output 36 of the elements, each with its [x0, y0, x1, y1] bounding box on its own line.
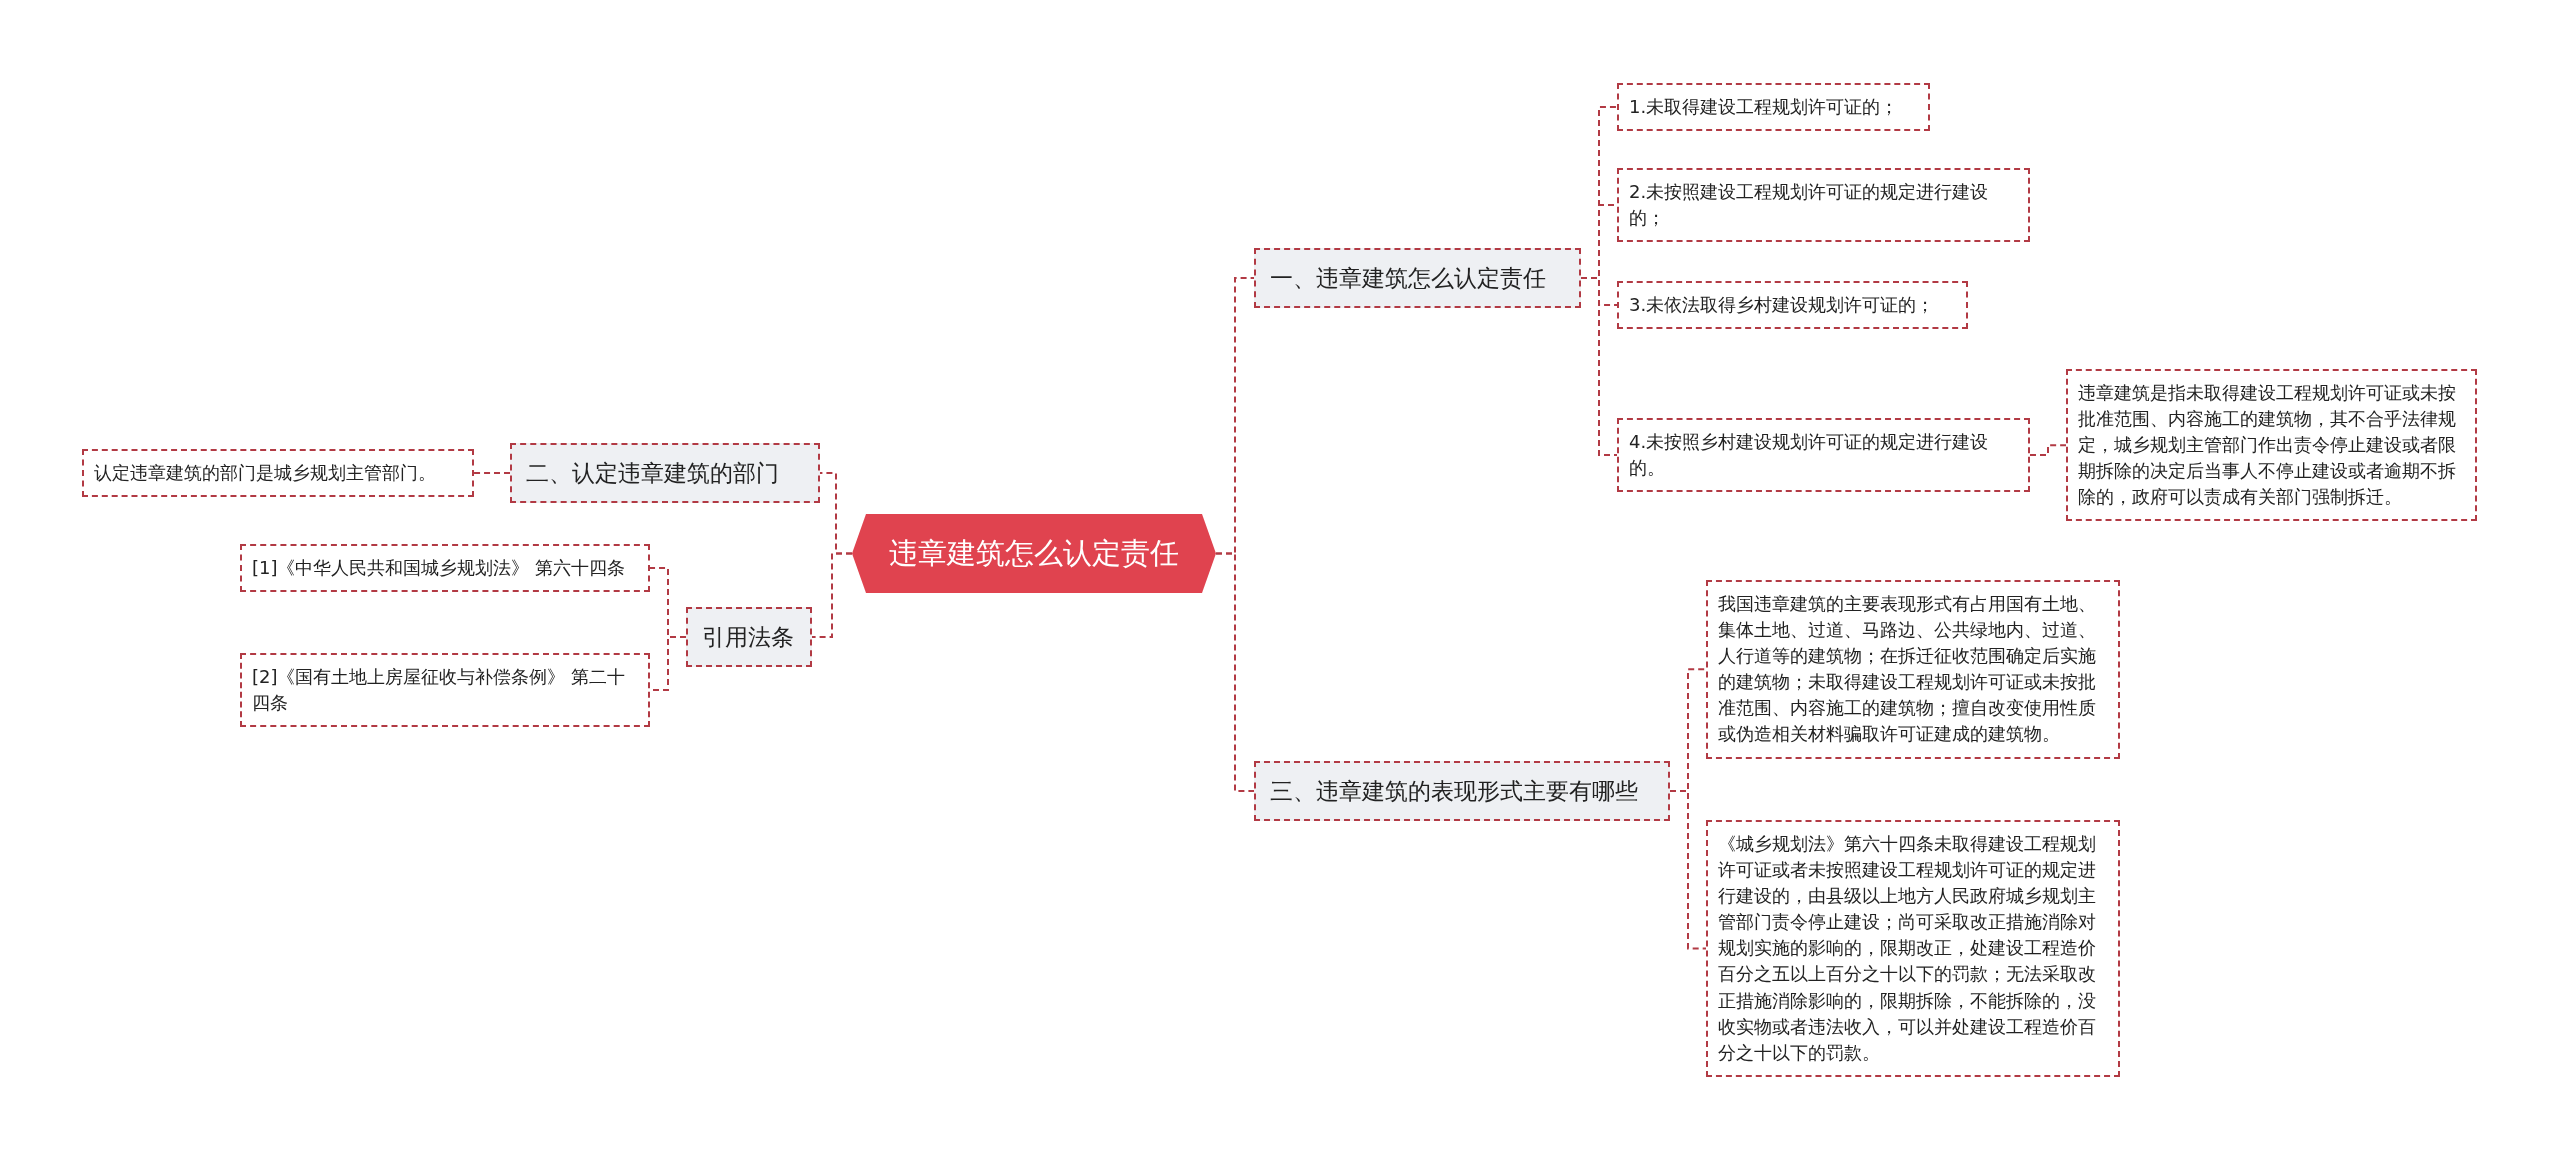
- note-box: [1617, 281, 1968, 330]
- topic-title: 违章建筑怎么认定责任: [889, 534, 1179, 572]
- topic-text: 一、违章建筑怎么认定责任: [1270, 265, 1546, 291]
- note-text: [2]《国有土地上房屋征收与补偿条例》 第二十四条: [252, 666, 626, 714]
- note-box: [240, 653, 650, 728]
- topic-text: 二、认定违章建筑的部门: [526, 460, 779, 486]
- note-box: [240, 544, 650, 593]
- topic-box: [1254, 761, 1670, 822]
- topic-box: [1254, 248, 1581, 309]
- note-box: [1617, 168, 2030, 243]
- note-text: 违章建筑是指未取得建设工程规划许可证或未按批准范围、内容施工的建筑物，其不合乎法律规定，城乡规划主管部门作出责令停止建设或者限期拆除的决定后当事人不停止建设或者逾期不拆除的，政府可以责成有关部门强制拆迁。: [2078, 382, 2456, 508]
- connector: [1215, 552, 1255, 793]
- note-box: [1617, 83, 1930, 132]
- note-box: [1706, 580, 2120, 759]
- connector: [1580, 277, 1618, 457]
- note-text: [1]《中华人民共和国城乡规划法》 第六十四条: [252, 557, 626, 578]
- topic-text: 三、违章建筑的表现形式主要有哪些: [1270, 778, 1638, 804]
- note-text: 3.未依法取得乡村建设规划许可证的；: [1629, 294, 1935, 315]
- connector: [473, 472, 511, 475]
- topic-text: 引用法条: [702, 624, 794, 650]
- connector: [2029, 444, 2067, 457]
- note-text: 2.未按照建设工程规划许可证的规定进行建设的；: [1629, 181, 1989, 229]
- note-box: [1706, 820, 2120, 1077]
- connector: [1669, 790, 1707, 950]
- topic-box: [686, 607, 812, 668]
- note-text: 我国违章建筑的主要表现形式有占用国有土地、集体土地、过道、马路边、公共绿地内、过道、人行道等的建筑物；在拆迁征收范围确定后实施的建筑物；未取得建设工程规划许可证或未按批准范围、内容施工的建筑物；擅自改变使用性质或伪造相关材料骗取许可证建成的建筑物。: [1718, 593, 2096, 745]
- connector: [811, 552, 853, 639]
- topic-box: [510, 443, 820, 504]
- note-box: [82, 449, 474, 498]
- note-text: 认定违章建筑的部门是城乡规划主管部门。: [94, 462, 436, 483]
- note-box: [1617, 418, 2030, 493]
- central-topic: [852, 514, 1216, 593]
- note-text: 4.未按照乡村建设规划许可证的规定进行建设的。: [1629, 431, 1989, 479]
- note-text: 1.未取得建设工程规划许可证的；: [1629, 96, 1899, 117]
- note-text: 《城乡规划法》第六十四条未取得建设工程规划许可证或者未按照建设工程规划许可证的规定进行建设的，由县级以上地方人民政府城乡规划主管部门责令停止建设；尚可采取改正措施消除对规划实施的影响的，限期改正，处建设工程造价百分之五以上百分之十以下的罚款；无法采取改正措施消除影响的，限期拆除，不能拆除的，没收实物或者违法收入，可以并处建设工程造价百分之十以下的罚款。: [1718, 833, 2096, 1063]
- note-box: [2066, 369, 2477, 522]
